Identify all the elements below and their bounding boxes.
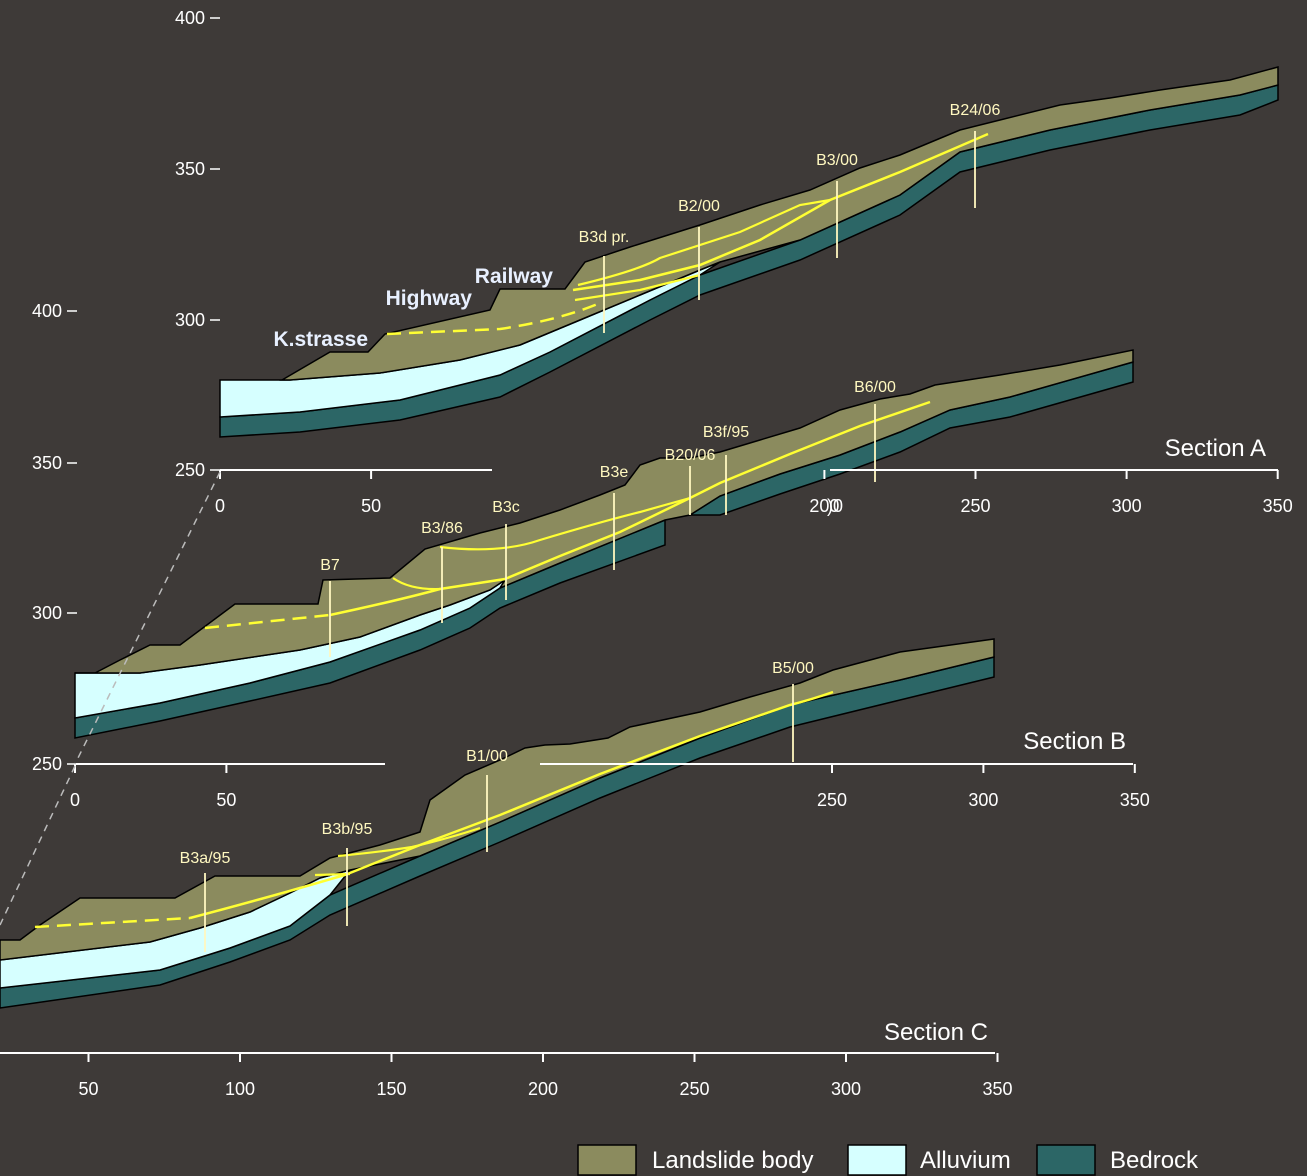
distance-tick-label: 100: [225, 1079, 255, 1099]
elevation-tick-label: 400: [175, 8, 205, 28]
borehole-label: B3/86: [421, 520, 463, 537]
distance-tick-label: 150: [376, 1079, 406, 1099]
distance-tick-label: 300: [831, 1079, 861, 1099]
distance-tick-label: 250: [817, 790, 847, 810]
borehole-label: B3/00: [816, 152, 858, 169]
section-b: B7 B3/86 B3c B3e B20/06 B3f/95 B6/00 250 300 350…: [32, 301, 1150, 810]
legend-swatch-landslide: [577, 1144, 637, 1176]
road-label-kstrasse: K.strasse: [273, 328, 368, 351]
distance-tick-label: 300: [968, 790, 998, 810]
elevation-tick-label: 350: [175, 159, 205, 179]
elevation-tick-label: 300: [175, 310, 205, 330]
section-b-label: Section B: [1023, 728, 1126, 755]
section-a-elevation-axis: 250 300 350 400: [175, 8, 220, 480]
section-a-slip-surface-dashed: [386, 301, 601, 336]
borehole-label: B3d pr.: [579, 229, 630, 246]
borehole-label: B7: [320, 557, 340, 574]
borehole-label: B3c: [492, 499, 520, 516]
section-b-slip-surface: [329, 400, 931, 617]
legend-swatch-alluvium: [847, 1144, 907, 1176]
borehole-label: B1/00: [466, 748, 508, 765]
origin-connector-b-c: [0, 765, 76, 926]
legend-label-landslide: Landslide body: [652, 1147, 813, 1174]
distance-tick-label: 250: [679, 1079, 709, 1099]
section-b-slip-surface-upper: [439, 496, 691, 551]
section-b-distance-axis: 0 50 250 300 350: [70, 763, 1150, 810]
section-a-landslide: [279, 66, 1279, 381]
distance-tick-label: 350: [982, 1079, 1012, 1099]
distance-tick-label: 50: [361, 496, 381, 516]
legend-label-alluvium: Alluvium: [920, 1147, 1011, 1174]
borehole-label: B20/06: [665, 447, 716, 464]
section-b-elevation-axis: 250 300 350 400: [32, 301, 77, 774]
section-a-slip-surface-upper: [577, 198, 831, 287]
borehole-label: B2/00: [678, 198, 720, 215]
distance-tick-label: 250: [960, 496, 990, 516]
distance-tick-label: 50: [216, 790, 236, 810]
section-c-slip-surface-dashed: [34, 916, 191, 929]
section-c-slip-surface: [189, 690, 834, 920]
borehole-label: B3e: [600, 464, 629, 481]
borehole-label: B3f/95: [703, 424, 749, 441]
distance-tick-label: 300: [1112, 496, 1142, 516]
section-c-slip-surface-upper: [337, 826, 481, 858]
section-c-distance-axis: 50 100 150 200 250 300 350: [0, 1052, 1013, 1099]
section-b-bedrock-upper: [687, 361, 1134, 516]
section-a-distance-axis: 0 50 200 250 300 350 )0: [215, 469, 1293, 516]
borehole-label: B24/06: [950, 102, 1001, 119]
distance-tick-label: 200: [809, 496, 839, 516]
distance-tick-label: 0: [215, 496, 225, 516]
section-b-landslide: [75, 349, 1134, 674]
elevation-tick-label: 250: [175, 460, 205, 480]
borehole-label: B5/00: [772, 660, 814, 677]
section-a: B3d pr. B2/00 B3/00 B24/06 250 300 350 400 0 50…: [175, 8, 1293, 516]
section-a-slip-surface: [572, 132, 989, 292]
road-label-highway: Highway: [386, 287, 473, 310]
distance-tick-label: 200: [528, 1079, 558, 1099]
legend: Landslide body Alluvium Bedrock: [577, 1144, 1199, 1176]
road-label-railway: Railway: [475, 265, 554, 288]
section-b-slip-surface-curve: [392, 577, 441, 591]
distance-tick-label: 0: [70, 790, 80, 810]
section-c-label: Section C: [884, 1019, 988, 1046]
section-a-label: Section A: [1165, 435, 1266, 462]
borehole-label: B6/00: [854, 379, 896, 396]
legend-swatch-bedrock: [1036, 1144, 1096, 1176]
borehole-label: B3a/95: [180, 850, 231, 867]
elevation-tick-label: 350: [32, 453, 62, 473]
distance-tick-label: 350: [1263, 496, 1293, 516]
distance-tick-label: 50: [78, 1079, 98, 1099]
section-c: B3a/95 B3b/95 B1/00 B5/00 50 100 150 200 250 300…: [0, 638, 1013, 1099]
elevation-tick-label: 300: [32, 603, 62, 623]
legend-label-bedrock: Bedrock: [1110, 1147, 1199, 1174]
distance-tick-label-partial: )0: [827, 496, 843, 516]
distance-tick-label: 350: [1120, 790, 1150, 810]
elevation-tick-label: 250: [32, 754, 62, 774]
borehole-label: B3b/95: [322, 821, 373, 838]
elevation-tick-label: 400: [32, 301, 62, 321]
section-a-slip-surface-lower: [574, 273, 701, 302]
origin-connector-a-b: [74, 471, 221, 765]
section-c-slip-surface-short: [314, 872, 351, 877]
